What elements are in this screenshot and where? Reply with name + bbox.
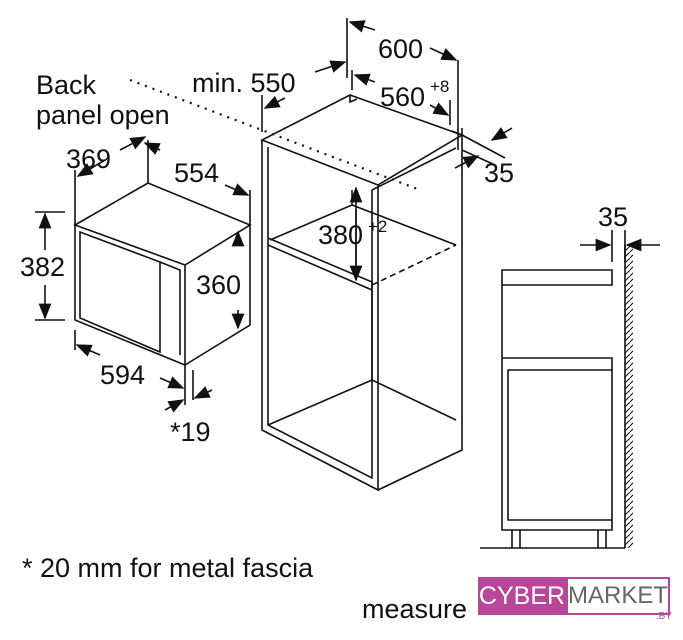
dim-min-depth: min. 550 (192, 68, 296, 98)
dim-cabinet-width: 600 (378, 34, 423, 64)
dim-side-offset: 35 (484, 158, 514, 188)
dim-niche-width: 560 (380, 82, 425, 112)
dim-fascia-depth: *19 (170, 417, 211, 447)
cybermarket-watermark: CYBER MARKET .BY (478, 576, 672, 622)
dim-niche-width-tol: +8 (430, 77, 449, 96)
dim-niche-height-tol: +2 (368, 217, 387, 236)
watermark-suffix: .BY (655, 611, 672, 622)
side-view (480, 230, 660, 549)
dim-niche-height: 380 (318, 220, 363, 250)
cabinet-outline (260, 94, 464, 492)
watermark-part2: MARKET (566, 577, 670, 615)
dim-appliance-inner-height: 360 (196, 270, 241, 300)
measure-label: measure (362, 594, 468, 624)
dim-wall-gap: 35 (598, 202, 628, 232)
dim-appliance-height: 382 (20, 252, 65, 282)
footnote: * 20 mm for metal fascia (22, 553, 314, 583)
dim-appliance-front-width: 594 (100, 360, 145, 390)
watermark-part1: CYBER (478, 577, 566, 615)
back-panel-label-line1: Back (36, 70, 97, 100)
back-panel-label-line2: panel open (36, 100, 170, 130)
dim-appliance-width-top: 554 (174, 158, 219, 188)
dim-appliance-depth: 369 (66, 144, 111, 174)
